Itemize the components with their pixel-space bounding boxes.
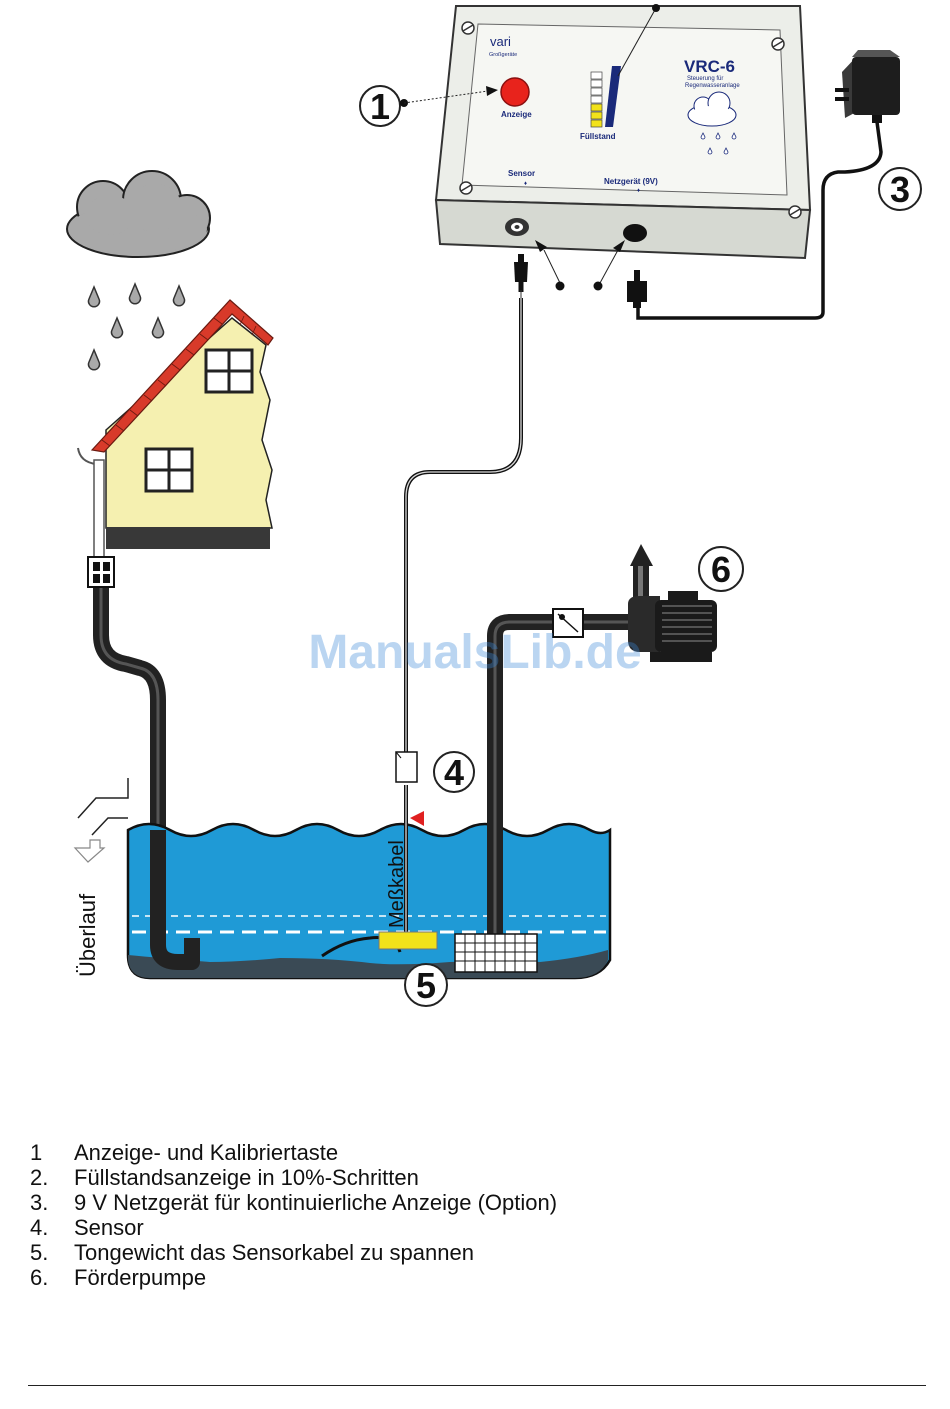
screw-icon: [459, 181, 473, 195]
pump: [552, 544, 717, 662]
rain-cloud-icon: [687, 91, 737, 155]
sensor-socket[interactable]: [505, 218, 529, 236]
overflow-pipe: [73, 778, 129, 863]
level-indicator: [590, 66, 621, 128]
measuring-cable-label: Meßkabel: [386, 840, 408, 928]
legend-text: Füllstandsanzeige in 10%-Schritten: [74, 1165, 419, 1190]
raindrops: [87, 282, 186, 371]
device-brand-sub: Großgeräte: [489, 52, 517, 58]
watermark: ManualsLib.de: [308, 626, 641, 679]
legend-number: 5.: [30, 1240, 49, 1265]
power-port-label: Netzgerät (9V): [604, 177, 658, 186]
legend-item: 3. 9 V Netzgerät für kontinuierliche Anze…: [30, 1190, 910, 1215]
callout-1: 1: [359, 85, 498, 127]
device-brand: vari: [490, 34, 511, 49]
callout-6: 6: [698, 546, 744, 592]
control-unit: vari Großgeräte VRC-6 Steuerung für Rege…: [434, 5, 812, 260]
legend-number: 6.: [30, 1265, 49, 1290]
legend-text: Förderpumpe: [74, 1265, 207, 1290]
sensor-port-marker: ♦: [524, 181, 527, 187]
display-button-label: Anzeige: [501, 110, 532, 119]
clay-weight: [378, 931, 438, 950]
rain-cloud: [66, 170, 211, 258]
display-button[interactable]: [500, 77, 530, 107]
legend-text: Sensor: [74, 1215, 144, 1240]
callout-4: 4: [433, 751, 475, 793]
water-level-marker: [410, 811, 424, 826]
legend-item: 5. Tongewicht das Sensorkabel zu spannen: [30, 1240, 910, 1265]
sensor-plug-icon: [514, 254, 528, 292]
device-subtitle-line2: Regenwasseranlage: [685, 83, 740, 89]
window: [204, 348, 254, 394]
legend-text: Anzeige- und Kalibriertaste: [74, 1140, 339, 1165]
power-socket[interactable]: [623, 224, 647, 242]
legend-number: 2.: [30, 1165, 49, 1190]
legend-item: 1 Anzeige- und Kalibriertaste: [30, 1140, 910, 1165]
callout-5: 5: [404, 963, 448, 1007]
power-port-marker: ♦: [637, 188, 640, 194]
screw-icon: [788, 205, 802, 219]
screw-icon: [771, 37, 785, 51]
legend-text: 9 V Netzgerät für kontinuierliche Anzeig…: [74, 1190, 558, 1215]
device-subtitle-line1: Steuerung für: [687, 76, 723, 82]
footer-divider: [28, 1385, 926, 1386]
svg-text:1: 1: [370, 86, 390, 127]
legend-item: 4. Sensor: [30, 1215, 910, 1240]
legend-number: 1: [30, 1140, 43, 1165]
downpipe: [77, 447, 115, 588]
legend-number: 3.: [30, 1190, 49, 1215]
sensor-box: [395, 751, 418, 783]
svg-text:3: 3: [890, 169, 910, 210]
legend-item: 6. Förderpumpe: [30, 1265, 910, 1290]
legend-text: Tongewicht das Sensorkabel zu spannen: [74, 1240, 474, 1265]
callout-3: 3: [878, 167, 922, 211]
legend-list: 1 Anzeige- und Kalibriertaste 2. Füllstand…: [30, 1140, 910, 1290]
power-adapter-icon: [835, 50, 900, 123]
house: [90, 299, 274, 549]
svg-text:4: 4: [444, 752, 464, 793]
svg-text:6: 6: [711, 549, 731, 590]
legend-item: 2. Füllstandsanzeige in 10%-Schritten: [30, 1165, 910, 1190]
sensor-port-label: Sensor: [508, 169, 535, 178]
suction-filter: [454, 933, 538, 973]
svg-text:5: 5: [416, 965, 436, 1006]
window: [144, 447, 194, 493]
legend-number: 4.: [30, 1215, 49, 1240]
overflow-label: Überlauf: [75, 893, 100, 977]
device-model: VRC-6: [684, 57, 735, 76]
power-plug-icon: [627, 270, 647, 308]
level-label: Füllstand: [580, 132, 616, 141]
screw-icon: [461, 21, 475, 35]
